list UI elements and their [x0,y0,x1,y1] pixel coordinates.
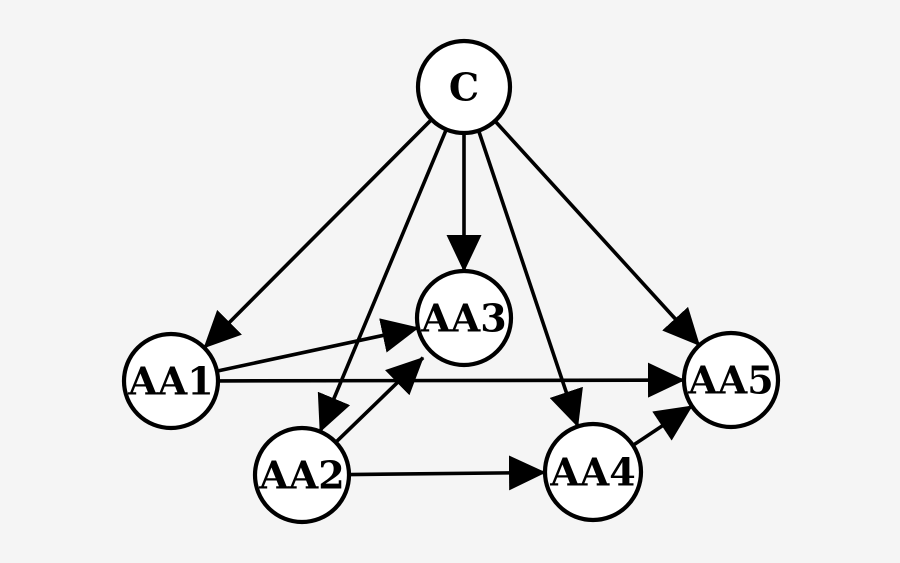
node-circle-AA3 [414,268,514,368]
node-C: C [415,38,513,136]
edge-AA1-AA3 [216,318,420,373]
node-circle-AA2 [252,425,352,525]
edge-C-AA1 [202,118,433,349]
node-label-AA4: AA4 [549,449,635,494]
edge-AA4-AA5 [631,404,693,447]
edge-AA2-AA3 [334,356,425,444]
edge-AA1-AA5 [217,362,686,398]
edge-C-AA4 [476,130,583,428]
node-AA1: AA1 [121,331,221,431]
node-AA2: AA2 [252,425,352,525]
node-label-AA2: AA2 [258,452,344,497]
edge-C-AA5 [493,119,701,347]
node-circle-AA1 [121,331,221,431]
node-AA5: AA5 [681,330,781,430]
edge-C-AA2 [317,128,448,433]
node-circle-AA4 [542,421,644,523]
node-AA3: AA3 [414,268,514,368]
node-circle-C [415,38,513,136]
node-label-AA1: AA1 [127,358,213,403]
node-AA4: AA4 [542,421,644,523]
node-circle-AA5 [681,330,781,430]
edge-AA2-AA4 [348,455,547,491]
node-label-AA3: AA3 [420,295,506,340]
node-label-C: C [449,64,479,109]
node-label-AA5: AA5 [687,357,773,402]
